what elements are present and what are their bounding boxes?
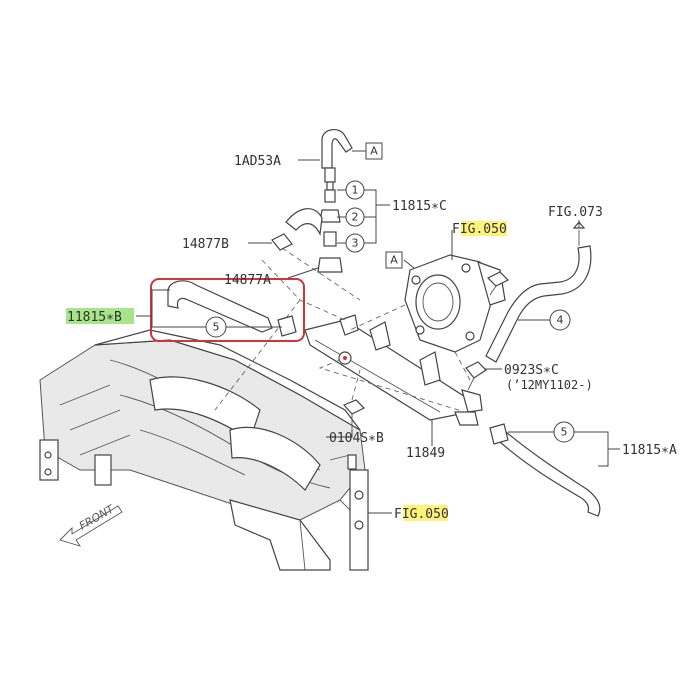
callout-circle-4: 4	[549, 309, 571, 331]
hose-11815b	[167, 280, 297, 337]
svg-text:1: 1	[352, 184, 359, 197]
label-11815c: 11815∗C	[392, 199, 447, 214]
svg-text:4: 4	[557, 314, 564, 327]
bolt-0104sb	[342, 369, 366, 430]
callout-circle-1: 1	[345, 180, 365, 200]
svg-text:5: 5	[561, 426, 568, 439]
label-0923sc-note: (’12MY1102-)	[506, 378, 593, 392]
intake-manifold	[39, 329, 369, 571]
callout-circle-2: 2	[345, 207, 365, 227]
ref-box-a-top: A	[365, 142, 383, 160]
highlight-11815b	[66, 308, 134, 324]
highlight-fig050-bottom	[403, 505, 448, 521]
label-14877a: 14877A	[224, 273, 271, 288]
callout-circle-5-upper: 5	[205, 316, 227, 338]
callout-circle-5-lower: 5	[553, 421, 575, 443]
label-11815b: 11815∗B	[67, 310, 122, 325]
hose-14877b	[285, 208, 323, 237]
highlight-fig050-top	[461, 221, 507, 236]
svg-text:A: A	[370, 145, 378, 158]
svg-text:A: A	[390, 254, 398, 267]
svg-text:3: 3	[352, 237, 359, 250]
callout-box-11815b	[150, 278, 305, 342]
label-14877b: 14877B	[182, 237, 229, 252]
label-0104sb: 0104S∗B	[329, 431, 384, 446]
label-11815a: 11815∗A	[622, 443, 677, 458]
ref-box-a-mid: A	[385, 251, 403, 269]
label-fig050-bottom: FIG.050	[394, 507, 449, 522]
bolt-0923sc	[465, 361, 487, 391]
rail-marker	[343, 356, 347, 360]
bolt-throttle	[486, 271, 510, 287]
leaders	[136, 150, 620, 514]
label-fig050-top: FIG.050	[452, 222, 507, 237]
manifold-flange-left	[39, 439, 59, 481]
pipe-assembly-11849	[304, 314, 483, 426]
clamp-14877b	[271, 233, 293, 251]
front-label: FRONT	[77, 502, 117, 533]
front-arrow: FRONT	[59, 502, 123, 547]
hose-11815a	[489, 423, 601, 517]
valve-stack	[317, 129, 353, 273]
label-fig073: FIG.073	[548, 205, 603, 220]
callout-circle-3: 3	[345, 233, 365, 253]
label-0923sc: 0923S∗C	[504, 363, 559, 378]
label-11849: 11849	[406, 446, 445, 461]
guide-line-3	[318, 359, 466, 413]
throttle-body	[349, 254, 506, 381]
svg-text:2: 2	[352, 211, 359, 224]
label-1ad53a: 1AD53A	[234, 154, 281, 169]
svg-text:5: 5	[213, 321, 220, 334]
